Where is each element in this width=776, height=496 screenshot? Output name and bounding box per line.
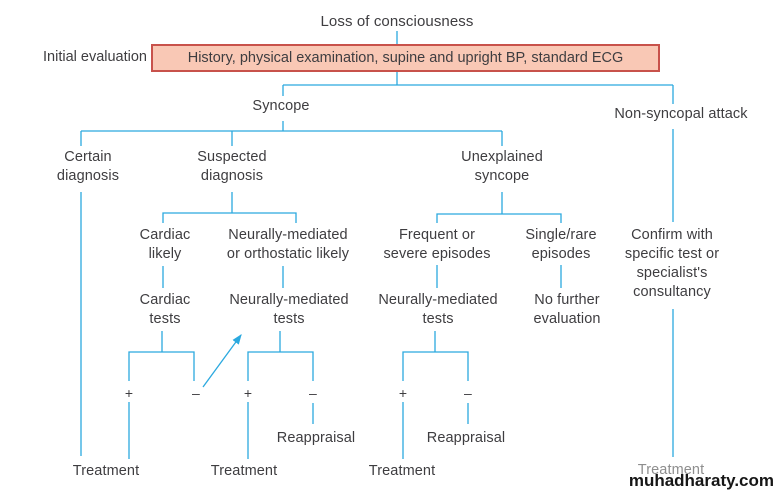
node-treatment-1: Treatment xyxy=(72,463,140,479)
node-neurally-mediated-or-orthostatic-likely: Neurally-mediated or orthostatic likely xyxy=(226,227,350,262)
node-treatment-2: Treatment xyxy=(210,463,278,479)
node-treatment-3: Treatment xyxy=(368,463,436,479)
watermark-muhadharaty: muhadharaty.com xyxy=(628,471,774,490)
negative-to-neurally-mediated-arrow-icon xyxy=(202,333,242,388)
node-cardiac-tests: Cardiac tests xyxy=(139,292,191,327)
node-frequent-or-severe-episodes: Frequent or severe episodes xyxy=(383,227,491,262)
node-non-syncopal-attack: Non-syncopal attack xyxy=(614,106,748,122)
node-loss-of-consciousness: Loss of consciousness xyxy=(320,13,474,30)
node-syncope: Syncope xyxy=(252,98,310,114)
node-neurally-mediated-tests-2: Neurally-mediated tests xyxy=(378,292,498,327)
node-no-further-evaluation: No further evaluation xyxy=(533,292,601,327)
node-suspected-diagnosis: Suspected diagnosis xyxy=(197,149,267,184)
initial-evaluation-box: History, physical examination, supine an… xyxy=(151,44,660,72)
node-unexplained-syncope: Unexplained syncope xyxy=(461,149,543,184)
plus-sign-cardiac-tests: + xyxy=(124,385,134,401)
plus-sign-nm-tests-2: + xyxy=(398,385,408,401)
node-treatment-4: Treatment xyxy=(637,462,705,478)
minus-sign-nm-tests-2: – xyxy=(464,385,472,401)
initial-evaluation-label: Initial evaluation xyxy=(43,49,147,65)
node-single-rare-episodes: Single/rare episodes xyxy=(525,227,597,262)
connector-group xyxy=(80,31,674,459)
node-reappraisal-2: Reappraisal xyxy=(426,430,506,446)
minus-sign-nm-tests-1: – xyxy=(309,385,317,401)
minus-sign-cardiac-tests: – xyxy=(192,385,200,401)
node-cardiac-likely: Cardiac likely xyxy=(139,227,191,262)
node-neurally-mediated-tests-1: Neurally-mediated tests xyxy=(229,292,349,327)
node-reappraisal-1: Reappraisal xyxy=(276,430,356,446)
plus-sign-nm-tests-1: + xyxy=(243,385,253,401)
node-certain-diagnosis: Certain diagnosis xyxy=(56,149,120,184)
node-confirm-specific-test-specialist: Confirm with specific test or specialist… xyxy=(624,227,720,300)
